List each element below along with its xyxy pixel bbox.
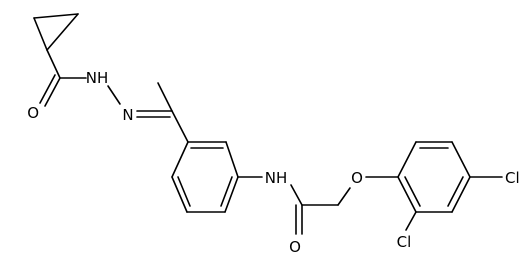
bond-ring2-inner-3 bbox=[404, 176, 421, 207]
bond-carbonyl-o-a bbox=[44, 77, 61, 107]
atom-label-chlorine-ortho: Cl bbox=[397, 233, 412, 251]
bond-ring1-6 bbox=[171, 141, 189, 178]
bond-nh-n bbox=[107, 85, 121, 105]
bond-ring2-1 bbox=[397, 141, 417, 178]
atom-label-ether-oxygen: O bbox=[351, 169, 363, 187]
atom-labels: O NH N NH O O Cl Cl bbox=[27, 69, 519, 256]
bond-cyclopropyl-carbonyl bbox=[46, 49, 61, 79]
bond-ring2-3 bbox=[451, 141, 471, 178]
bond-ring1-3 bbox=[224, 176, 239, 213]
bond-ring2-4 bbox=[451, 176, 471, 213]
bond-ring1-inner-3 bbox=[177, 176, 191, 207]
bond-ring2-inner-2 bbox=[447, 176, 464, 207]
atom-label-hydrazide-nh: NH bbox=[86, 69, 109, 87]
atom-label-imine-nitrogen: N bbox=[122, 106, 133, 124]
bond-ring1-5 bbox=[171, 176, 188, 213]
bond-imine-ring bbox=[171, 110, 189, 143]
bond-carbonyl-o-b bbox=[39, 74, 56, 104]
bond-imine-methyl bbox=[157, 82, 173, 112]
bonds bbox=[33, 13, 503, 235]
atom-label-chlorine-para: Cl bbox=[505, 169, 520, 187]
bond-ring2-6 bbox=[397, 176, 417, 213]
bond-ring1-inner-2 bbox=[220, 176, 233, 207]
atom-label-amide-nh: NH bbox=[265, 169, 288, 187]
bond-cyclopropyl-2 bbox=[33, 17, 48, 51]
bond-ring1-2 bbox=[225, 141, 239, 178]
bond-nh-amide bbox=[290, 184, 303, 206]
atom-label-carbonyl-oxygen: O bbox=[27, 104, 39, 122]
bond-ch2-o bbox=[337, 187, 351, 206]
atom-label-amide-oxygen: O bbox=[289, 238, 301, 256]
bond-ring2-cl-ortho bbox=[405, 211, 417, 231]
bond-cyclopropyl-3 bbox=[46, 13, 79, 51]
bond-cyclopropyl-1 bbox=[33, 13, 79, 19]
